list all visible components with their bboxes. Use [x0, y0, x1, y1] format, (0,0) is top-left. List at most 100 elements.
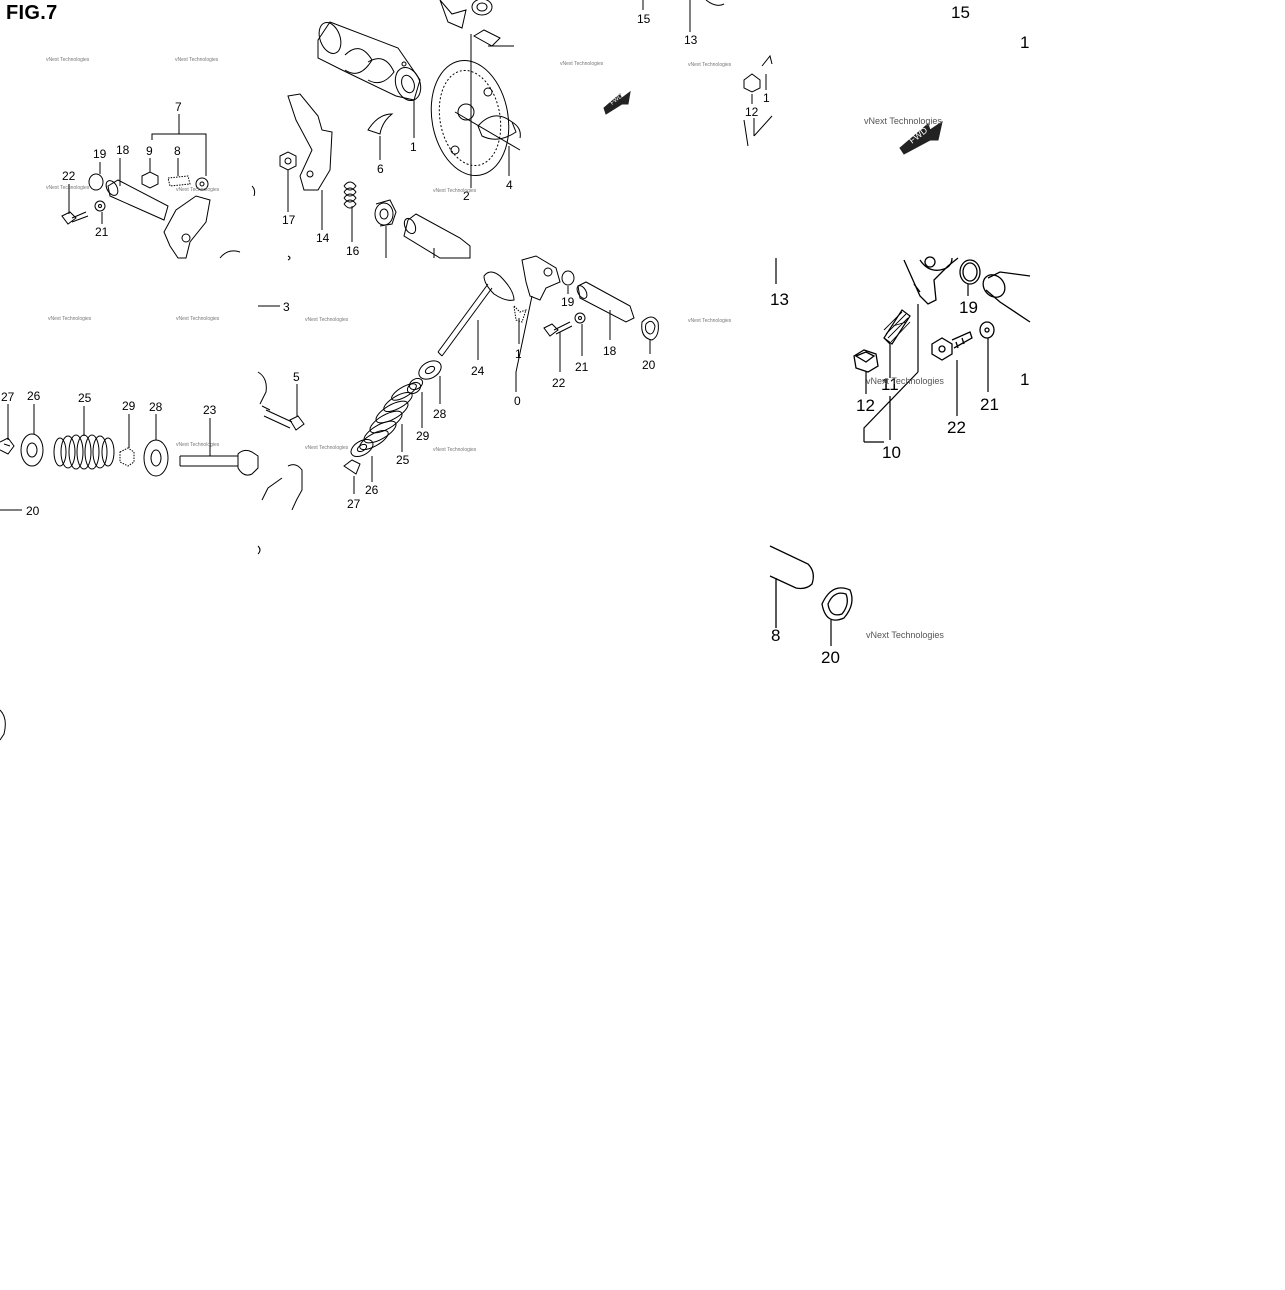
watermark: vNext Technologies — [688, 318, 732, 324]
zoom-label-15: 15 — [951, 3, 970, 22]
label-5-bolt: 5 — [293, 370, 300, 384]
zoom-o-ring-19 — [959, 259, 981, 285]
watermark: vNext Technologies — [305, 445, 349, 451]
label-24-valve: 24 — [471, 364, 485, 378]
watermark: vNext Technologies — [46, 185, 90, 191]
top-right-fragment — [743, 54, 773, 147]
leaders-section-2 — [296, 286, 651, 494]
figure-title: FIG.7 — [6, 2, 58, 24]
intake-valve-23 — [179, 449, 259, 476]
leaders-section-1 — [68, 0, 691, 307]
camshaft-assembly — [317, 21, 422, 101]
watermark: vNext Technologies — [433, 447, 477, 453]
bolt-5 — [257, 371, 305, 431]
label-22-bolt: 22 — [62, 169, 76, 183]
label-23-valve: 23 — [203, 403, 217, 417]
label-11-mid-cut: 1 — [515, 347, 522, 361]
label-27-mid: 27 — [347, 497, 361, 511]
sprocket-bolt-plate — [439, 0, 725, 151]
leaders-section-3 — [0, 404, 261, 741]
zoom-label-18-cut: 8 — [771, 626, 780, 645]
zoom-label-10: 10 — [882, 443, 901, 462]
label-6-c-ring: 6 — [377, 162, 384, 176]
label-28-left: 28 — [149, 400, 163, 414]
zoom-label-1-right: 1 — [1020, 370, 1029, 389]
label-29-left: 29 — [122, 399, 136, 413]
label-21-mid: 21 — [575, 360, 589, 374]
fwd-arrow-large — [899, 120, 943, 155]
zoom-label-19: 19 — [959, 298, 978, 317]
watermark: vNext Technologies — [175, 57, 219, 63]
label-20-mid: 20 — [642, 358, 656, 372]
cam-chain-tensioner-lever — [287, 93, 333, 191]
watermark: vNext Technologies — [46, 57, 90, 63]
label-15-top: 15 — [637, 12, 651, 26]
rocker-arm-assembly-left — [61, 171, 256, 259]
zoom-label-11: 11 — [881, 375, 899, 394]
label-28-mid: 28 — [433, 407, 447, 421]
c-ring — [367, 113, 394, 135]
zoom-nut-12 — [853, 349, 879, 373]
zoom-label-20: 20 — [821, 648, 840, 667]
watermark: vNext Technologies — [688, 62, 732, 68]
zoom-label-22: 22 — [947, 418, 966, 437]
retainer-28-right — [418, 360, 442, 380]
label-17-nut: 17 — [282, 213, 296, 227]
label-16-spring: 16 — [346, 244, 360, 258]
zoom-label-13: 13 — [770, 290, 789, 309]
label-4-plate: 4 — [506, 178, 513, 192]
watermark: vNext Technologies — [305, 317, 349, 323]
rocker-arm-middle — [261, 255, 659, 511]
bushing — [374, 199, 397, 227]
zoom-shaft-18-lower — [769, 545, 814, 628]
zoom-label-21: 21 — [980, 395, 999, 414]
seal-29-left — [119, 447, 135, 467]
spring-16 — [343, 181, 357, 209]
watermark: vNext Technologies — [176, 316, 220, 322]
label-19-o-ring: 19 — [93, 147, 107, 161]
label-26-mid: 26 — [365, 483, 379, 497]
watermark: vNext Technologies — [176, 442, 220, 448]
label-12-top: 12 — [745, 105, 759, 119]
label-1-top-cut: 1 — [763, 91, 770, 105]
label-22-mid: 22 — [552, 376, 566, 390]
zoom-bolt-22 — [931, 331, 973, 361]
watermark-large: vNext Technologies — [866, 630, 944, 640]
label-20-left: 20 — [26, 504, 40, 518]
cotter-27-right — [343, 459, 361, 475]
label-25-left: 25 — [78, 391, 92, 405]
label-21-washer: 21 — [95, 225, 109, 239]
label-29-mid: 29 — [416, 429, 430, 443]
label-9-nut: 9 — [146, 144, 153, 158]
valve-spring-25-right — [359, 383, 417, 451]
watermark-large: vNext Technologies — [864, 116, 942, 126]
seal-29-right — [406, 377, 424, 395]
label-7-rocker-set: 7 — [175, 100, 182, 114]
watermark: vNext Technologies — [433, 188, 477, 194]
zoom-rocker-shaft — [982, 271, 1031, 323]
retainer-28-left — [143, 439, 169, 477]
label-13-top: 13 — [684, 33, 698, 47]
zoom-rocker-arm — [903, 256, 959, 305]
watermark: vNext Technologies — [560, 61, 604, 67]
label-19-mid: 19 — [561, 295, 575, 309]
nut-17 — [279, 151, 297, 171]
zoom-washer-20 — [821, 587, 853, 621]
cam-sprocket — [430, 60, 510, 176]
label-14-lever: 14 — [316, 231, 330, 245]
label-25-mid: 25 — [396, 453, 410, 467]
valve-spring-25-left — [53, 434, 115, 470]
label-8-screw: 8 — [174, 144, 181, 158]
zoom-label-12: 12 — [856, 396, 875, 415]
zoom-leaders — [775, 258, 989, 646]
label-27-left: 27 — [1, 390, 15, 404]
label-3: 3 — [283, 300, 290, 314]
zoom-washer-21 — [979, 321, 995, 339]
label-18-shaft: 18 — [116, 143, 130, 157]
label-2-sprocket: 2 — [463, 189, 470, 203]
label-26-left: 26 — [27, 389, 41, 403]
label-10-mid-cut: 0 — [514, 394, 521, 408]
label-1-camshaft: 1 — [410, 140, 417, 154]
